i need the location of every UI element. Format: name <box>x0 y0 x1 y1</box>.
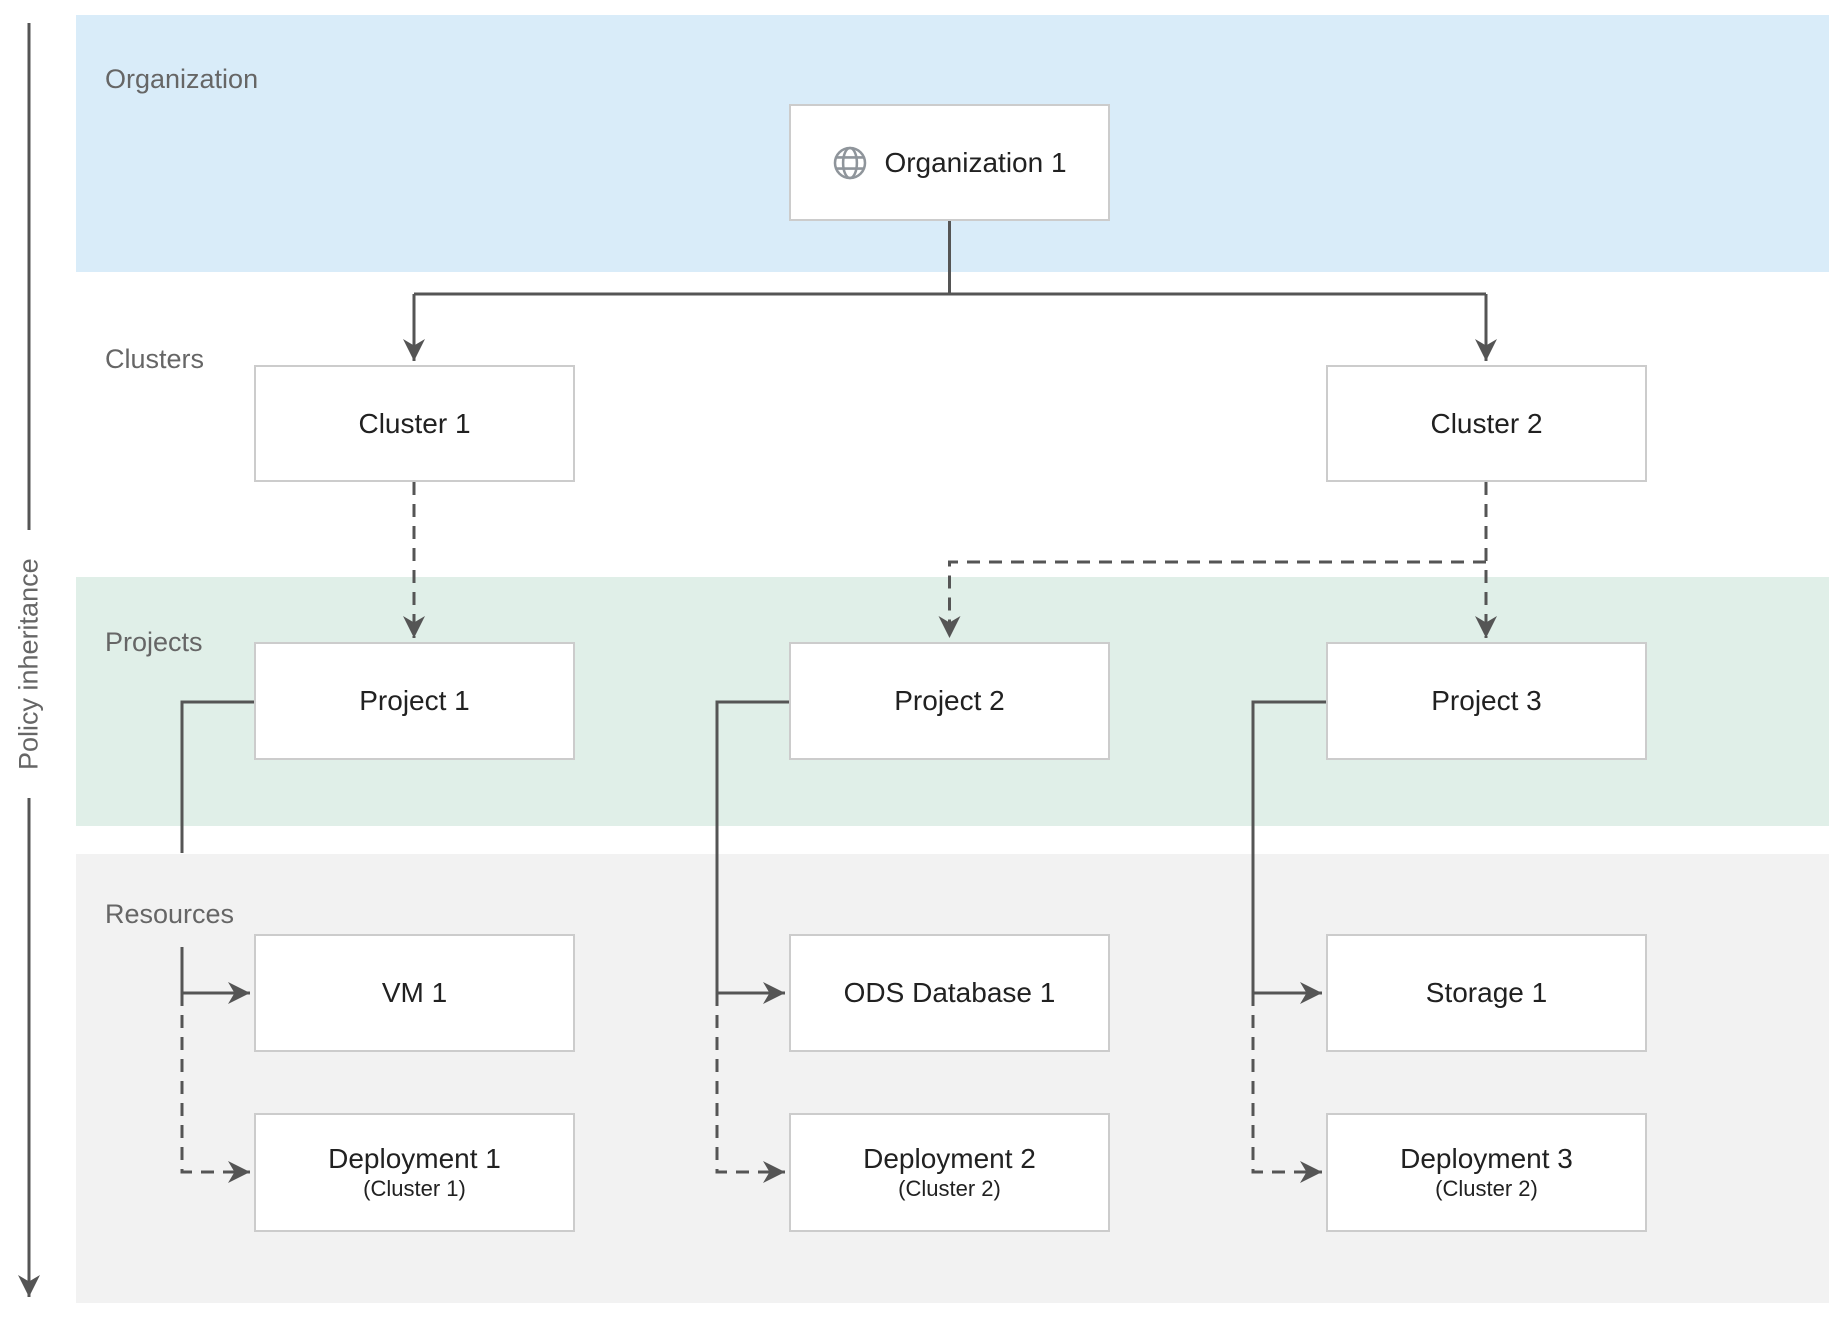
node-label: Project 2 <box>894 685 1005 716</box>
node-label: VM 1 <box>381 977 448 1008</box>
organization-band-label: Organization <box>105 64 259 94</box>
node-project-2: Project 2 <box>789 642 1110 760</box>
node-caption: (Cluster 1) <box>363 1175 466 1201</box>
node-label: Storage 1 <box>1425 977 1548 1008</box>
node-deployment-3: Deployment 3 (Cluster 2) <box>1326 1113 1647 1232</box>
edge-project2-deployment2 <box>715 993 785 1183</box>
node-label: Deployment 2 <box>863 1142 1036 1174</box>
node-project-3: Project 3 <box>1326 642 1647 760</box>
edge-cluster2-project2 <box>938 560 1486 638</box>
edge-project2-down <box>715 700 789 993</box>
node-label: ODS Database 1 <box>843 977 1056 1008</box>
edge-project1-down-a <box>180 700 254 853</box>
node-cluster-1: Cluster 1 <box>254 365 575 482</box>
node-vm-1: VM 1 <box>254 934 575 1052</box>
node-label: Project 1 <box>359 685 470 716</box>
node-storage-1: Storage 1 <box>1326 934 1647 1052</box>
node-label: Cluster 1 <box>358 407 471 439</box>
edge-project3-down <box>1251 700 1326 993</box>
edge-project3-deployment3 <box>1251 993 1322 1183</box>
edge-project1-deployment1 <box>180 993 250 1183</box>
globe-icon <box>834 146 867 179</box>
node-caption: (Cluster 2) <box>1435 1175 1538 1201</box>
policy-inheritance-label: Policy inheritance <box>13 558 44 770</box>
node-deployment-1: Deployment 1 (Cluster 1) <box>254 1113 575 1232</box>
node-label: Deployment 3 <box>1400 1142 1573 1174</box>
node-deployment-2: Deployment 2 (Cluster 2) <box>789 1113 1110 1232</box>
node-label: Cluster 2 <box>1430 407 1543 439</box>
projects-band-label: Projects <box>105 627 203 657</box>
node-caption: (Cluster 2) <box>898 1175 1001 1201</box>
node-label: Organization 1 <box>884 146 1067 178</box>
node-project-1: Project 1 <box>254 642 575 760</box>
resources-band-label: Resources <box>105 899 235 929</box>
node-label: Project 3 <box>1431 685 1542 716</box>
node-cluster-2: Cluster 2 <box>1326 365 1647 482</box>
clusters-band-label: Clusters <box>105 344 205 374</box>
node-label: Deployment 1 <box>328 1142 501 1174</box>
node-organization-1: Organization 1 <box>789 104 1110 221</box>
node-ods-database-1: ODS Database 1 <box>789 934 1110 1052</box>
